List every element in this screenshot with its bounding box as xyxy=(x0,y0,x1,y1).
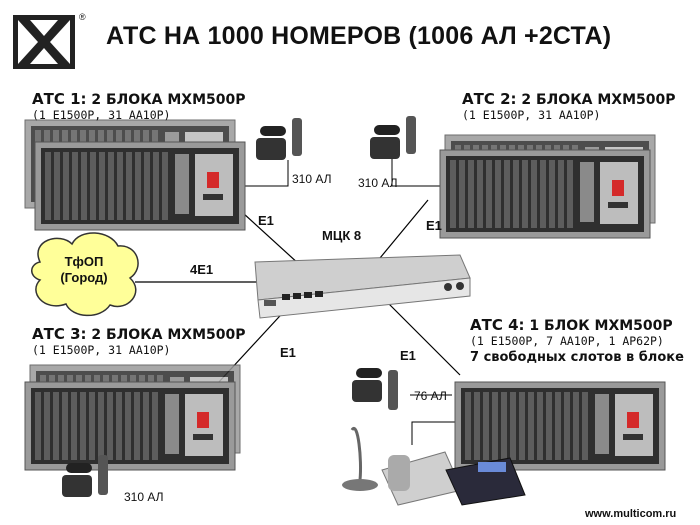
link-line-atc4 xyxy=(384,299,461,376)
atc4-title-rest: 1 БЛОК MXM500P xyxy=(529,318,673,334)
atc1-title: АТС 1: 2 БЛОКА MXM500P xyxy=(32,90,246,108)
atc3-title-prefix: АТС 3: xyxy=(32,325,87,343)
link-label-pstn: 4E1 xyxy=(190,262,214,277)
link-label-atc1: E1 xyxy=(258,213,274,228)
pstn-line2: (Город) xyxy=(60,270,108,285)
atc2-title-prefix: АТС 2: xyxy=(462,90,517,108)
atc3-subtitle: (1 E1500P, 31 AA10P) xyxy=(32,343,171,357)
microphone-icon xyxy=(342,426,378,491)
atc2-title: АТС 2: 2 БЛОКА MXM500P xyxy=(462,90,676,108)
atc2-title-rest: 2 БЛОКА MXM500P xyxy=(521,92,676,108)
atc4-title: АТС 4: 1 БЛОК MXM500P xyxy=(470,316,673,334)
atc4-note: 7 свободных слотов в блоке xyxy=(470,350,684,365)
registered-mark: ® xyxy=(79,12,86,22)
atc1-title-prefix: АТС 1: xyxy=(32,90,87,108)
phone-icon-atc3 xyxy=(62,455,108,497)
pstn-cloud: ТфОП (Город) xyxy=(48,254,120,286)
atc2-phone-label: 310 АЛ xyxy=(358,176,398,190)
link-label-atc3: E1 xyxy=(280,345,296,360)
phone-icon-atc4 xyxy=(352,368,398,410)
system-phone-icon xyxy=(381,451,463,506)
atc3-title: АТС 3: 2 БЛОКА MXM500P xyxy=(32,325,246,343)
hub-label: МЦК 8 xyxy=(322,228,362,243)
atc4-phone-label: 76 АЛ xyxy=(414,389,447,403)
atc1-phone-label: 310 АЛ xyxy=(292,172,332,186)
atc3-phone-label: 310 АЛ xyxy=(124,490,164,504)
phone-icon-atc2 xyxy=(370,116,416,159)
system-phone-dark-icon xyxy=(445,457,526,506)
atc1-subtitle: (1 E1500P, 31 AA10P) xyxy=(32,108,171,122)
pstn-line1: ТфОП xyxy=(64,254,104,269)
page-title: АТС НА 1000 НОМЕРОВ (1006 АЛ +2СТА) xyxy=(106,22,612,50)
atc1-title-rest: 2 БЛОКА MXM500P xyxy=(91,92,246,108)
wire-console-atc4 xyxy=(411,421,455,445)
wire-phone-atc1 xyxy=(244,160,289,187)
link-label-atc4: E1 xyxy=(400,348,416,363)
link-label-atc2: E1 xyxy=(426,218,442,233)
phone-icon-atc1 xyxy=(256,118,302,160)
website-link[interactable]: www.multicom.ru xyxy=(585,508,677,520)
atc4-title-prefix: АТС 4: xyxy=(470,316,525,334)
atc3-title-rest: 2 БЛОКА MXM500P xyxy=(91,327,246,343)
link-line-atc2 xyxy=(379,199,429,259)
atc2-subtitle: (1 E1500P, 31 AA10P) xyxy=(462,108,601,122)
atc4-subtitle: (1 E1500P, 7 AA10P, 1 AP62P) xyxy=(470,334,664,348)
wire-phone-atc2 xyxy=(391,158,440,187)
